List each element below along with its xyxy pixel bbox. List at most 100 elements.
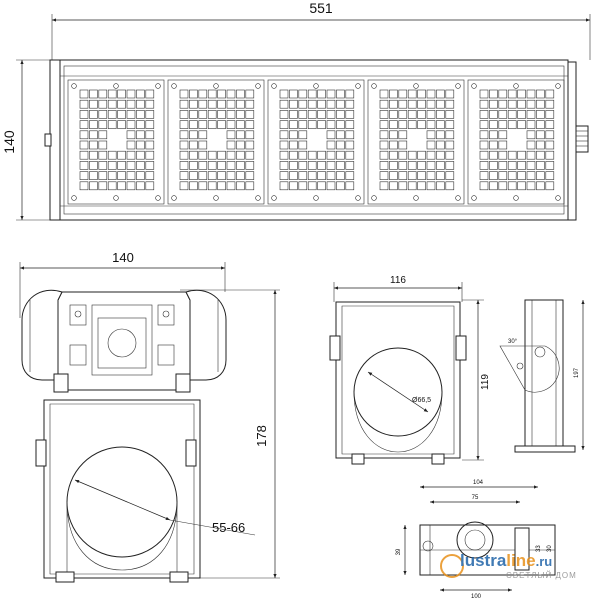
led-cell: [317, 110, 326, 119]
led-cell: [398, 181, 408, 191]
led-cell: [498, 181, 508, 191]
led-cell: [179, 171, 189, 180]
led-cell: [407, 150, 417, 160]
led-cell: [398, 140, 408, 150]
led-cell: [336, 99, 345, 109]
led-cell: [326, 130, 336, 140]
led-cell: [479, 120, 489, 129]
led-cell: [445, 120, 455, 129]
led-cell: [417, 171, 426, 180]
led-cell: [217, 110, 226, 119]
screw-icon: [313, 83, 319, 89]
led-cell: [436, 181, 445, 191]
led-cell: [117, 99, 126, 109]
led-cell: [107, 120, 117, 129]
led-cell: [517, 99, 526, 109]
led-cell: [98, 110, 108, 119]
led-cell: [307, 181, 317, 191]
led-cell: [298, 110, 308, 119]
bracket-dim-width-label: 116: [390, 275, 406, 286]
screw-icon: [413, 195, 419, 201]
bracket-dim-diameter-label: Ø66,5: [412, 397, 431, 404]
led-cell: [326, 89, 336, 99]
led-cell: [436, 110, 445, 119]
led-cell: [545, 140, 555, 150]
led-cell: [517, 150, 526, 160]
screw-icon: [413, 83, 419, 89]
led-cell: [145, 120, 155, 129]
led-cell: [526, 181, 536, 191]
led-cell: [526, 140, 536, 150]
led-cell: [98, 89, 108, 99]
led-cell: [417, 161, 426, 170]
led-cell: [236, 120, 245, 129]
led-cell: [179, 161, 189, 170]
led-cell: [345, 99, 355, 109]
screw-icon: [213, 195, 219, 201]
led-cell: [407, 89, 417, 99]
bulb-icon: [440, 554, 464, 578]
led-cell: [426, 161, 436, 170]
led-cell: [398, 150, 408, 160]
led-cell: [89, 130, 98, 140]
led-cell: [245, 181, 255, 191]
led-cell: [279, 89, 289, 99]
plan-dim-right-a-label: 33: [536, 545, 542, 552]
led-cell: [489, 161, 498, 170]
led-cell: [189, 171, 198, 180]
led-cell: [236, 171, 245, 180]
led-cell: [126, 181, 136, 191]
led-cell: [298, 181, 308, 191]
led-cell: [436, 140, 445, 150]
led-cell: [536, 110, 545, 119]
led-cell: [198, 120, 208, 129]
led-cell: [479, 89, 489, 99]
led-cell: [126, 140, 136, 150]
led-cell: [117, 120, 126, 129]
led-cell: [126, 120, 136, 129]
led-cell: [98, 161, 108, 170]
led-cell: [198, 181, 208, 191]
led-cell: [279, 120, 289, 129]
led-cell: [326, 140, 336, 150]
led-cell: [379, 181, 389, 191]
led-cell: [107, 150, 117, 160]
led-cell: [279, 130, 289, 140]
led-cell: [389, 171, 398, 180]
watermark-logo: lustraline.ru СВЕТЛЫЙ ДОМ: [440, 551, 577, 580]
led-cell: [236, 89, 245, 99]
side-angle-label: 30°: [508, 339, 518, 345]
led-cell: [179, 150, 189, 160]
led-cell: [498, 110, 508, 119]
svg-text:lustraline.ru: lustraline.ru: [460, 551, 552, 570]
led-cell: [445, 89, 455, 99]
led-cell: [545, 130, 555, 140]
screw-icon: [255, 83, 261, 89]
side-dim-height-label: 197: [574, 367, 580, 378]
led-cell: [379, 140, 389, 150]
led-cell: [417, 150, 426, 160]
watermark-suffix: .ru: [536, 554, 553, 569]
led-cell: [317, 120, 326, 129]
led-cell: [126, 110, 136, 119]
led-cell: [236, 110, 245, 119]
led-cell: [517, 120, 526, 129]
led-cell: [145, 110, 155, 119]
led-cell: [389, 130, 398, 140]
led-cell: [89, 181, 98, 191]
led-cell: [98, 120, 108, 129]
led-cell: [517, 171, 526, 180]
end-dim-clamp-label: 55-66: [212, 520, 245, 535]
led-cell: [336, 120, 345, 129]
led-cell: [498, 140, 508, 150]
led-cell: [198, 150, 208, 160]
led-cell: [236, 99, 245, 109]
led-cell: [289, 110, 298, 119]
led-cell: [507, 99, 517, 109]
led-cell: [445, 110, 455, 119]
plan-dim-inner-label: 75: [472, 495, 479, 501]
led-cell: [489, 140, 498, 150]
end-dim-width-label: 140: [112, 250, 134, 265]
led-cell: [389, 110, 398, 119]
watermark-tagline: СВЕТЛЫЙ ДОМ: [506, 571, 577, 580]
